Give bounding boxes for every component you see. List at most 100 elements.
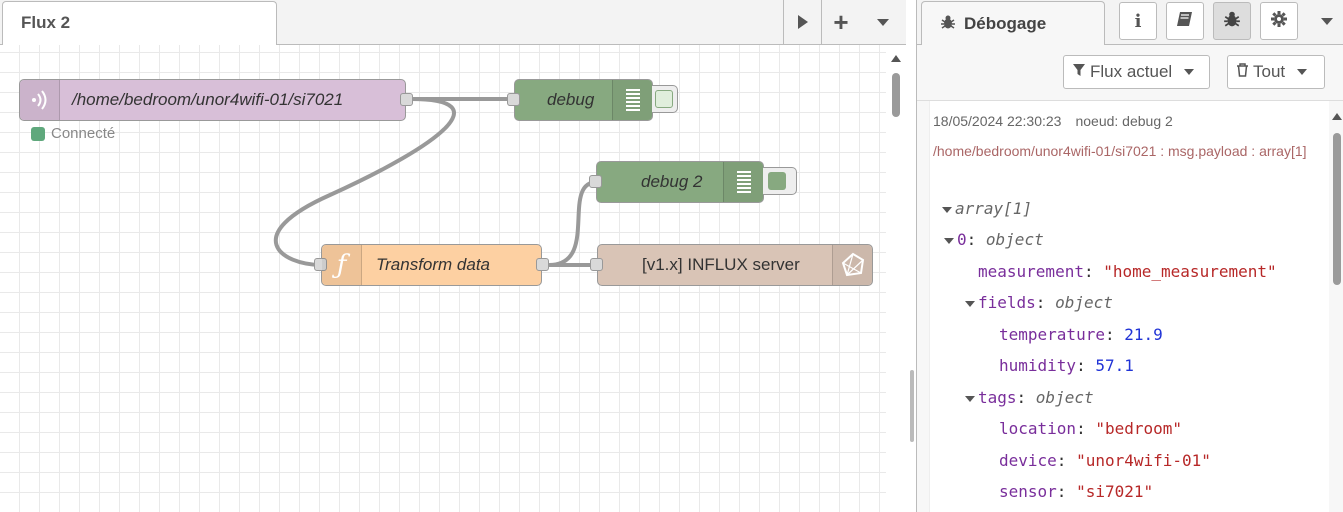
tree-key: 0 [957,230,967,249]
node-influx[interactable]: [v1.x] INFLUX server [590,244,873,286]
tree-value: "unor4wifi-01" [1076,451,1211,470]
scroll-thumb[interactable] [892,73,900,117]
node-status: Connecté [31,125,115,142]
scroll-thumb[interactable] [1333,133,1341,285]
tree-key: humidity [999,356,1077,375]
message-node-link[interactable]: noeud: debug 2 [1075,113,1173,129]
message-meta: 18/05/2024 22:30:23 noeud: debug 2 [933,113,1173,129]
tree-row-tags[interactable]: tags: object [965,386,1094,410]
tree-key: tags [978,388,1017,407]
scroll-up-icon[interactable] [1332,113,1342,120]
wires-layer [273,97,598,267]
message-timestamp: 18/05/2024 22:30:23 [933,113,1062,129]
root-type: array[1] [955,199,1033,218]
input-port[interactable] [507,93,520,106]
workspace-tabbar: Flux 2 + [0,0,906,46]
tree-value: "si7021" [1076,482,1154,501]
book-icon [1176,11,1194,32]
debug-message-list[interactable]: 18/05/2024 22:30:23 noeud: debug 2 /home/… [929,101,1329,512]
expand-caret-icon[interactable] [965,395,975,402]
info-button[interactable]: i [1119,2,1157,40]
input-port[interactable] [314,258,327,271]
add-flow-button[interactable]: + [822,0,860,44]
tab-debug[interactable]: Débogage [921,1,1105,46]
filter-icon [1072,62,1086,82]
tree-type: object [985,230,1044,249]
input-port[interactable] [589,175,602,188]
output-port[interactable] [400,93,413,106]
tree-row-device: device: "unor4wifi-01" [999,451,1211,470]
function-icon: ƒ [322,245,362,285]
bug-icon [1223,10,1241,33]
sidebar-menu-caret-icon[interactable] [1321,18,1333,25]
caret-down-icon [877,18,889,26]
tab-flux-2[interactable]: Flux 2 [2,1,277,46]
expand-caret-icon[interactable] [965,300,975,307]
tree-key: fields [978,293,1036,312]
tree-row-sensor: sensor: "si7021" [999,482,1154,501]
debug-button[interactable] [1213,2,1251,40]
workspace: Flux 2 + [0,0,906,512]
flow-canvas[interactable]: /home/bedroom/unor4wifi-01/si7021 Connec… [0,45,886,512]
trash-icon [1236,62,1249,82]
input-port[interactable] [590,258,603,271]
tree-row-measurement: measurement: "home_measurement" [978,262,1277,281]
tree-value: "bedroom" [1095,419,1183,438]
node-debug-2[interactable]: debug 2 [589,161,764,203]
filter-label: Flux actuel [1090,62,1173,81]
sidebar-resize-handle[interactable] [910,370,914,442]
tree-key: measurement [978,262,1084,281]
status-text: Connecté [51,125,116,142]
debug-toggle-indicator [655,90,673,108]
tree-value: 21.9 [1124,325,1163,344]
flow-play-button[interactable] [784,0,822,44]
debug-lines-icon [723,162,763,202]
caret-down-icon [1184,69,1195,75]
tree-row-fields[interactable]: fields: object [965,291,1113,315]
debug-toggle-button[interactable] [763,167,797,195]
tab-label: Débogage [964,14,1047,33]
tree-type: object [1055,293,1113,312]
expand-caret-icon[interactable] [944,237,954,244]
node-debug[interactable]: debug [507,79,653,121]
debug-toggle-button[interactable] [652,85,678,113]
filter-dropdown[interactable]: Flux actuel [1063,55,1210,89]
message-topic: /home/bedroom/unor4wifi-01/si7021 : msg.… [933,143,1307,159]
output-port[interactable] [536,258,549,271]
wire-function-to-debug2[interactable] [548,180,598,267]
flow-list-menu-button[interactable] [860,0,906,44]
clear-label: Tout [1253,62,1286,81]
play-icon [797,15,808,29]
info-icon: i [1134,10,1142,32]
debug-toolbar: Flux actuel Tout [917,45,1343,101]
node-function[interactable]: ƒ Transform data [314,244,549,286]
influx-logo-icon [832,245,872,285]
scroll-up-icon[interactable] [891,55,901,62]
tree-row-humidity: humidity: 57.1 [999,356,1134,375]
wire-mqtt-to-function[interactable] [273,97,456,267]
config-button[interactable] [1260,2,1298,40]
tree-row-root[interactable]: array[1] [942,197,1032,221]
sidebar: Débogage i [916,0,1343,512]
status-dot [31,126,45,141]
node-label: [v1.x] INFLUX server [642,255,800,274]
workspace-tab-tools: + [783,0,906,44]
node-mqtt-in[interactable]: /home/bedroom/unor4wifi-01/si7021 [19,79,413,121]
plus-icon: + [833,7,849,37]
debug-vertical-scrollbar[interactable] [1329,101,1343,512]
caret-down-icon [1297,69,1308,75]
workspace-vertical-scrollbar[interactable] [886,45,906,512]
expand-caret-icon[interactable] [942,206,952,213]
clear-dropdown[interactable]: Tout [1227,55,1325,89]
node-label: Transform data [376,255,491,274]
help-button[interactable] [1166,2,1204,40]
node-label: debug 2 [641,172,703,191]
tree-key: temperature [999,325,1105,344]
node-label: /home/bedroom/unor4wifi-01/si7021 [72,90,344,109]
tree-value: 57.1 [1095,356,1134,375]
tree-type: object [1035,388,1094,407]
tree-key: sensor [999,482,1057,501]
tree-row-location: location: "bedroom" [999,419,1183,438]
tree-row-item-0[interactable]: 0: object [944,228,1044,252]
mqtt-wave-icon [20,80,60,120]
